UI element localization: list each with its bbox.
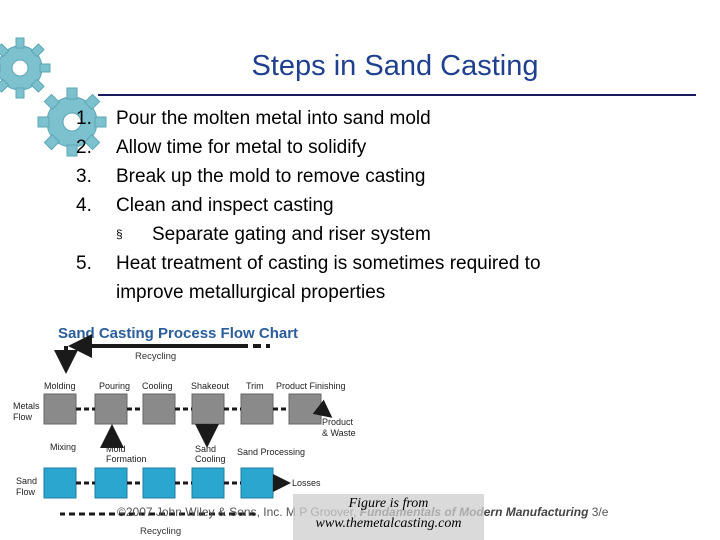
process-box — [288, 393, 322, 425]
figure-source-line1: Figure is from — [348, 496, 429, 511]
stage-label: Cooling — [142, 381, 173, 391]
step-text: Separate gating and riser system — [152, 224, 431, 245]
stage-label: Shakeout — [191, 381, 230, 391]
product-waste-label: & Waste — [322, 428, 356, 438]
step-number: 3. — [76, 166, 92, 187]
mixing-label: Mixing — [50, 442, 76, 452]
step-text: Break up the mold to remove casting — [116, 166, 426, 187]
flow-chart: Sand Casting Process Flow Chart Recyclin… — [13, 325, 356, 537]
list-item: 5. Heat treatment of casting is sometime… — [72, 249, 692, 307]
title-divider — [98, 94, 696, 96]
metals-flow-label: Flow — [13, 412, 33, 422]
stage-label: Trim — [246, 381, 264, 391]
losses-label: Losses — [292, 478, 321, 488]
process-box — [94, 467, 128, 499]
sand-flow-label: Sand — [16, 476, 37, 486]
step-number: 2. — [76, 137, 92, 158]
figure-source-url: www.themetalcasting.com — [315, 516, 462, 531]
process-box — [43, 393, 77, 425]
list-item: 1. Pour the molten metal into sand mold — [72, 104, 692, 133]
process-box — [142, 393, 176, 425]
step-text: Allow time for metal to solidify — [116, 137, 367, 158]
process-box — [94, 393, 128, 425]
process-box — [240, 393, 274, 425]
process-box — [191, 393, 225, 425]
gear-icon — [0, 37, 107, 157]
sand-processing-label: Sand Processing — [237, 447, 305, 457]
stage-label: Pouring — [99, 381, 130, 391]
step-text: Clean and inspect casting — [116, 195, 334, 216]
step-number: 5. — [76, 253, 92, 274]
sand-cooling-label: Sand — [195, 444, 216, 454]
process-box — [43, 467, 77, 499]
list-item: § Separate gating and riser system — [72, 220, 692, 249]
step-number: 1. — [76, 108, 92, 129]
steps-list: 1. Pour the molten metal into sand mold … — [72, 104, 692, 307]
product-waste-label: Product — [322, 417, 354, 427]
list-item: 4. Clean and inspect casting — [72, 191, 692, 220]
list-item: 2. Allow time for metal to solidify — [72, 133, 692, 162]
slide-title: Steps in Sand Casting — [251, 50, 539, 82]
figure-source-note: Figure is from www.themetalcasting.com — [293, 494, 484, 540]
list-item: 3. Break up the mold to remove casting — [72, 162, 692, 191]
process-box — [142, 467, 176, 499]
sand-cooling-label: Cooling — [195, 454, 226, 464]
step-text: Pour the molten metal into sand mold — [116, 108, 431, 129]
stage-label: Molding — [44, 381, 76, 391]
flow-chart-title: Sand Casting Process Flow Chart — [58, 325, 298, 342]
credit-suffix: 3/e — [588, 505, 609, 519]
mold-formation-label: Formation — [106, 454, 147, 464]
process-box — [240, 467, 274, 499]
step-text: Heat treatment of casting is sometimes r… — [116, 253, 541, 274]
bullet-icon: § — [116, 227, 123, 241]
process-box — [191, 467, 225, 499]
mold-formation-label: Mold — [106, 444, 126, 454]
step-text-continued: improve metallurgical properties — [116, 282, 386, 303]
recycling-label-bottom: Recycling — [140, 526, 181, 537]
stage-label: Product Finishing — [276, 381, 346, 391]
step-number: 4. — [76, 195, 92, 216]
metals-flow-label: Metals — [13, 401, 40, 411]
sand-flow-label: Flow — [16, 487, 36, 497]
recycling-label: Recycling — [135, 351, 176, 362]
